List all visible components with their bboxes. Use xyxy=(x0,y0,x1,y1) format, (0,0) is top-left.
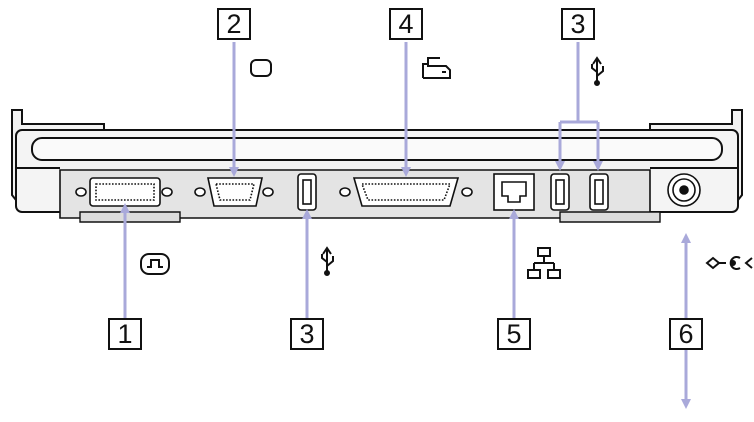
usb-port-right-b xyxy=(589,173,609,211)
usb-port-left xyxy=(297,173,317,211)
callout-3-top: 3 xyxy=(561,8,595,40)
callout-1: 1 xyxy=(108,318,142,350)
monitor-icon xyxy=(250,59,272,77)
callout-4: 4 xyxy=(389,8,423,40)
vga-port xyxy=(194,177,274,207)
network-icon xyxy=(527,247,561,279)
dvi-icon xyxy=(140,253,170,275)
dc-in-port xyxy=(667,173,701,207)
callout-3-mid: 3 xyxy=(290,318,324,350)
callout-5: 5 xyxy=(497,318,531,350)
usb-icon xyxy=(591,56,604,86)
dvi-port xyxy=(75,177,173,207)
callout-6: 6 xyxy=(669,318,703,350)
usb-port-right-a xyxy=(550,173,570,211)
callout-2: 2 xyxy=(217,8,251,40)
printer-icon xyxy=(422,57,451,79)
network-port xyxy=(493,173,535,211)
arrow-3-top xyxy=(560,42,598,124)
usb-icon-mid xyxy=(321,246,334,276)
parallel-port xyxy=(339,177,473,207)
dc-in-icon xyxy=(705,256,753,270)
